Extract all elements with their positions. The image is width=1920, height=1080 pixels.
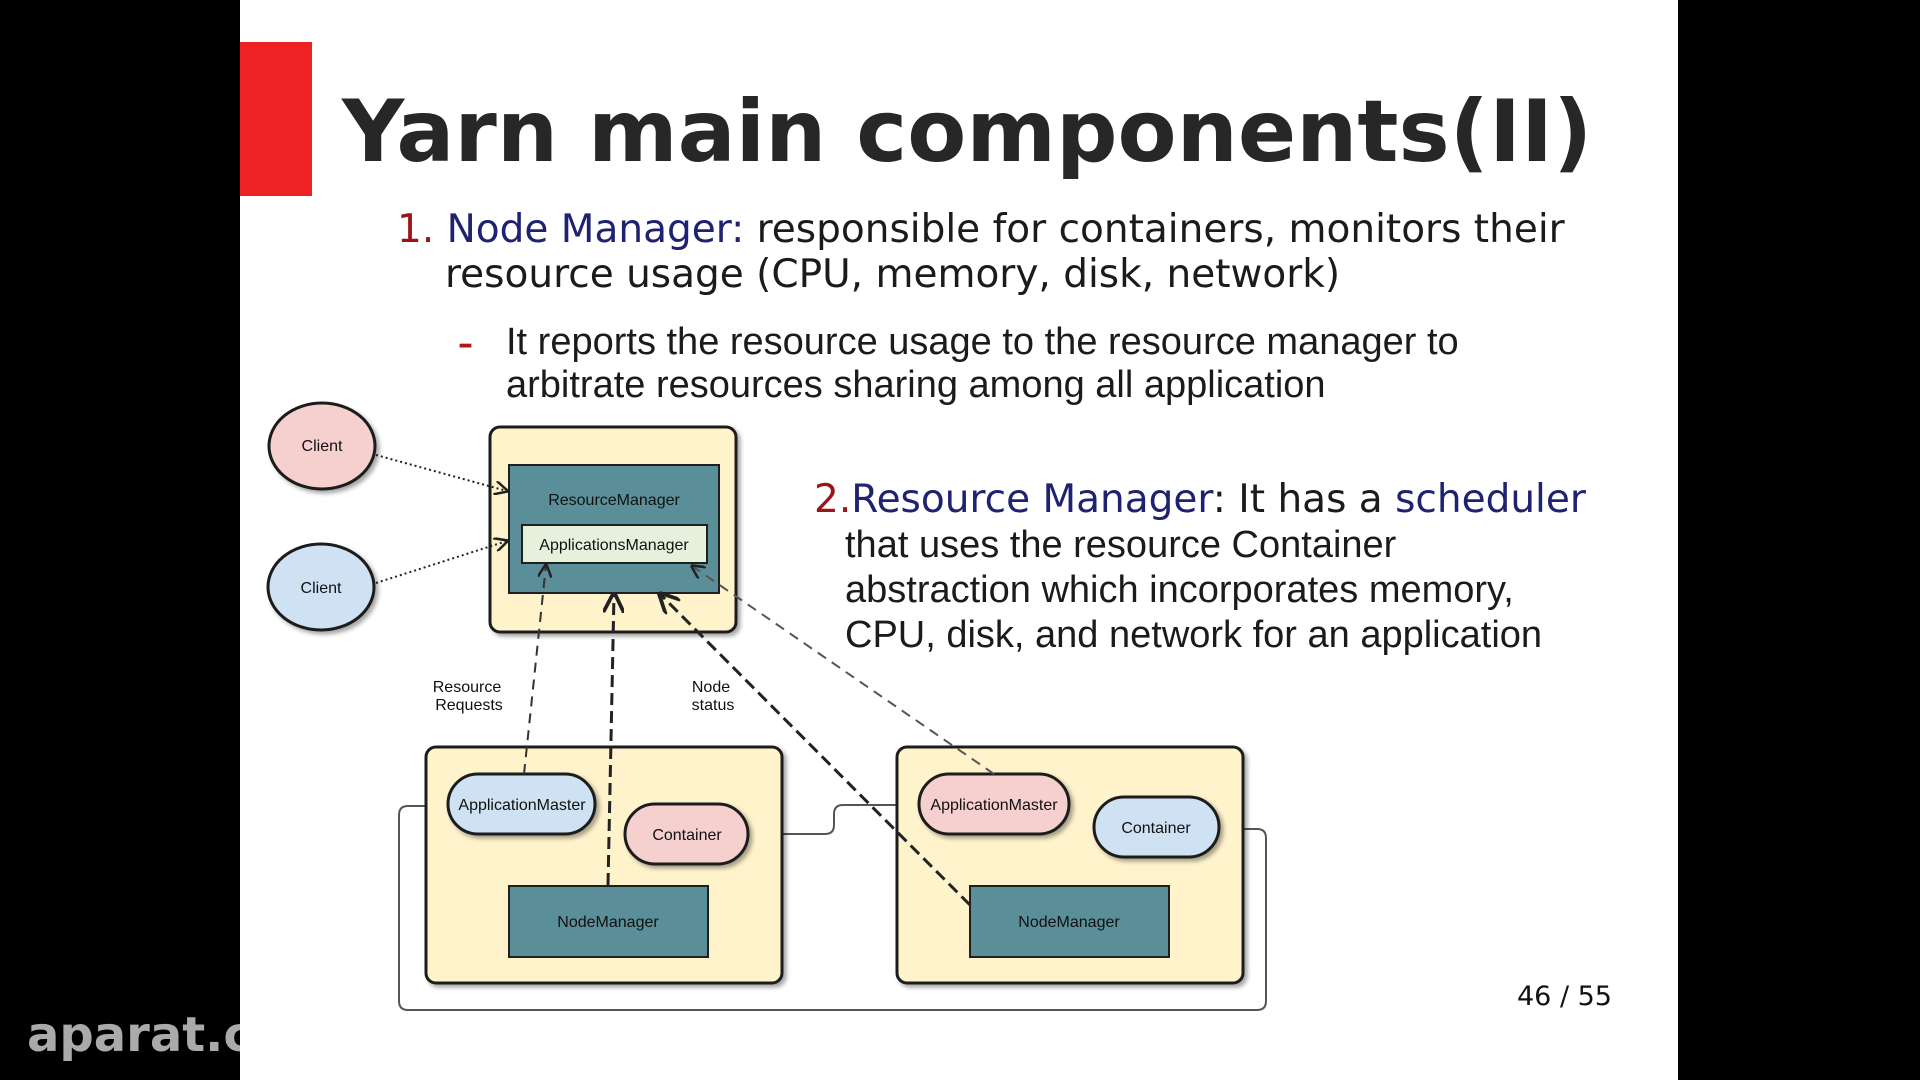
node-manager-right-box [969,885,1170,958]
node-manager-left-box [508,885,709,958]
node-manager-left-label: NodeManager [557,914,659,931]
client-top-label: Client [302,438,343,455]
sub-bullet-line-1: It reports the resource usage to the res… [506,321,1459,363]
client-top-arrow [375,454,507,491]
point-2-text: : It has a [1212,477,1396,522]
resource-manager-label: ResourceManager [548,492,680,509]
point-1-colon: : [731,207,745,252]
point-2-line-4: CPU, disk, and network for an applicatio… [845,614,1543,656]
app-master-left-label: ApplicationMaster [458,797,586,814]
applications-manager-label: ApplicationsManager [539,537,689,554]
point-2-line-3: abstraction which incorporates memory, [845,569,1514,611]
resource-requests-label-line-2: Requests [435,697,503,714]
container-left-node [623,802,750,866]
container-left-label: Container [652,827,722,844]
node-status-arrow-left [608,594,614,886]
point-1-line-2: resource usage (CPU, memory, disk, netwo… [445,252,1341,297]
app-master-right-label: ApplicationMaster [930,797,1058,814]
client-node-bottom [266,542,376,632]
resource-requests-label-line-1: Resource [433,679,502,696]
sub-bullet-dash: – [458,327,473,362]
sub-bullet-line-2: arbitrate resources sharing among all ap… [506,364,1326,406]
point-2-line-1: 2.Resource Manager: It has a scheduler [814,477,1586,522]
point-2-line-2: that uses the resource Container [845,524,1397,566]
node-status-label-line-2: status [692,697,735,714]
point-1-number: 1. [397,207,435,252]
point-1-text: responsible for containers, monitors the… [744,207,1565,252]
page-number: 46 / 55 [1517,981,1612,1012]
container-right-node [1092,795,1221,859]
node-status-label-line-1: Node [692,679,730,696]
point-2-term: Resource Manager [851,477,1213,522]
point-1-term: Node Manager [446,207,732,252]
container-right-label: Container [1121,820,1191,837]
client-bottom-arrow [375,541,507,584]
node-manager-right-label: NodeManager [1018,914,1120,931]
container-to-appmaster-connector [748,805,918,835]
app-master-left-node [446,772,597,836]
client-bottom-label: Client [301,580,342,597]
slide-title: Yarn main components(II) [342,82,1593,182]
client-node-top [267,401,377,491]
resource-request-arrow-left [523,565,546,775]
point-2-term-scheduler: scheduler [1395,477,1586,522]
applications-manager-box [521,524,708,564]
watermark-logo: aparat.com [27,1007,240,1063]
point-1-line-1: 1. Node Manager: responsible for contain… [397,207,1565,252]
node-status-arrow-right [660,594,972,907]
point-2-number: 2. [814,477,852,522]
title-accent-bar [240,42,312,196]
loop-connector-line [398,805,1267,1011]
